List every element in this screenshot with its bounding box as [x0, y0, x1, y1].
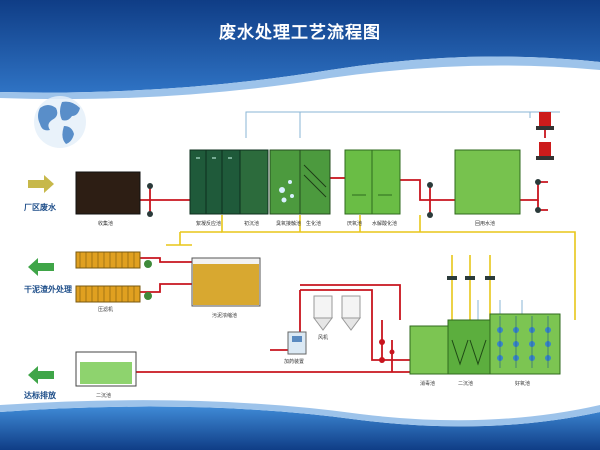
footer-wave: [0, 400, 600, 427]
flowmeter-icons: [447, 276, 495, 280]
sludge-out-label: 干泥渣外处理: [24, 285, 72, 294]
hydrolysis-tank: [344, 149, 401, 215]
primary-settler: [239, 149, 269, 215]
coag-floc-tank-caption: 絮凝反应池: [196, 221, 222, 227]
sludge-thickener-caption: 污泥浓缩池: [212, 313, 238, 319]
secondary-settler-caption: 二沉池: [458, 381, 474, 387]
filter-press-2: [75, 285, 141, 303]
discharge-label: 达标排放: [24, 391, 56, 400]
filter-press-1: [75, 251, 141, 269]
dosing-device-caption: 加药装置: [284, 359, 305, 365]
disinfection-tank: [409, 325, 449, 375]
valves-row3: [379, 339, 395, 363]
yellow-sludge-pipes: [166, 215, 576, 320]
discharge-pool: [75, 351, 137, 387]
aerobic-caption: 好氧池: [515, 381, 531, 387]
ozone-contact-caption: 臭氧接触池: [276, 221, 302, 227]
collection-pool-caption: 收集池: [98, 221, 114, 227]
globe-decoration-icon: [34, 96, 86, 148]
coag-floc-tank: [189, 149, 241, 215]
pump-icons-row2: [144, 260, 152, 300]
dosing-tanks-icon: [536, 112, 554, 160]
inflow-label: 厂区废水: [24, 203, 56, 212]
anaerobic-caption: 厌氧池: [347, 221, 363, 227]
filter-press-caption: 压滤机: [98, 307, 114, 313]
dosing-device-icon: [287, 331, 307, 355]
reuse-pool: [454, 149, 521, 215]
primary-settler-caption: 初沉池: [244, 221, 260, 227]
page-title: 废水处理工艺流程图: [219, 23, 381, 43]
inflow-arrow-icon: [28, 175, 54, 193]
blower-icons: [313, 295, 361, 331]
biochem-caption: 生化池: [306, 221, 322, 227]
disinfection-caption: 消毒池: [420, 381, 436, 387]
blue-air-pipes: [245, 111, 560, 320]
header-band: [0, 0, 600, 93]
secondary-settler: [447, 319, 491, 375]
ozone-contact-tank: [269, 149, 331, 215]
blower-caption: 风机: [318, 335, 329, 341]
footer-band: [0, 406, 600, 450]
pump-icons-row1: [147, 179, 541, 218]
reuse-pool-caption: 回用水池: [475, 221, 496, 227]
collection-pool: [75, 171, 141, 215]
header-wave: [0, 56, 600, 100]
hydrolysis-caption: 水解酸化池: [372, 221, 398, 227]
sludge-thickener: [191, 257, 261, 307]
discharge-arrow-icon: [28, 366, 54, 384]
aerobic-tank: [489, 313, 561, 375]
sludge-out-arrow-icon: [28, 258, 54, 276]
discharge-pool-caption: 二沉池: [96, 393, 112, 399]
